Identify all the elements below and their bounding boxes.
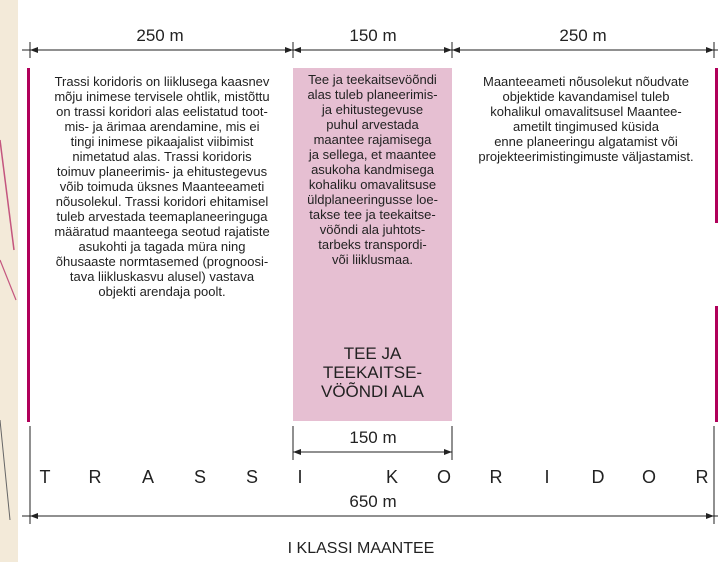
right-accent-bar-top [715, 68, 718, 223]
middle-text-line: kohaliku omavalitsuse [308, 177, 437, 192]
dim-total-label: 650 m [349, 492, 397, 511]
left-text-line: Trassi koridoris on liiklusega kaasnev [54, 74, 270, 89]
left-text-line: nimetatud alas. Trassi koridoris [72, 149, 252, 164]
corridor-letter: K [385, 467, 398, 487]
corridor-letter: O [436, 467, 451, 487]
middle-text-line: ja sellega, et maantee [308, 147, 437, 162]
left-text-line: on trassi koridori alas eelistatud toot- [56, 104, 268, 119]
left-text-line: määratud maanteega seotud rajatiste [54, 224, 270, 239]
right-text-line: ametilt tingimused küsida [513, 119, 659, 134]
corridor-letter: R [88, 467, 102, 487]
zone-label-line: TEEKAITSE- [322, 363, 423, 382]
middle-text-line: alas tuleb planeerimis- [307, 87, 438, 102]
middle-text-line: maantee rajamisega [313, 132, 432, 147]
middle-text-line: takse tee ja teekaitse- [309, 207, 436, 222]
dim-middle-label: 150 m [349, 26, 397, 45]
corridor-letter: S [245, 467, 258, 487]
left-text-line: tingi inimese pikaajalist viibimist [70, 134, 254, 149]
dim-inner-label: 150 m [349, 428, 397, 447]
right-text-line: kohalikul omavalitsusel Maantee- [490, 104, 682, 119]
right-accent-bar-bottom [715, 306, 718, 422]
corridor-letter: R [695, 467, 709, 487]
middle-text-line: või liiklusmaa. [332, 252, 413, 267]
corridor-letter: R [489, 467, 503, 487]
road-label: I KLASSI MAANTEE [287, 540, 435, 557]
corridor-letter: S [193, 467, 206, 487]
middle-text-line: üldplaneeringusse loe- [307, 192, 438, 207]
left-text-line: õhusaaste normtasemed (prognoosi- [55, 254, 269, 269]
left-accent-bar [27, 68, 30, 422]
left-text-line: tuleb arvestada teemaplaneeringuga [56, 209, 268, 224]
left-text-line: nõusolekul. Trassi koridori ehitamisel [55, 194, 269, 209]
left-text-line: asukohti ja tagada müra ning [78, 239, 246, 254]
left-text-line: objekti arendaja poolt. [98, 284, 226, 299]
left-text-line: toimuv planeerimis- ja ehitustegevus [56, 164, 268, 179]
middle-text-line: Tee ja teekaitsevöõndi [308, 72, 437, 87]
right-text-line: objektide kavandamisel tuleb [502, 89, 670, 104]
road-protection-zone [293, 68, 452, 421]
dim-left-label: 250 m [136, 26, 184, 45]
right-text-line: projekteerimistingimuste väljastamist. [478, 149, 694, 164]
right-text-line: enne planeeringu algatamist või [494, 134, 678, 149]
corridor-letter: A [141, 467, 154, 487]
dim-right-label: 250 m [559, 26, 607, 45]
corridor-letter: O [641, 467, 656, 487]
zone-label-line: VÖÕNDI ALA [321, 382, 424, 401]
middle-text-line: tarbeks transpordi- [318, 237, 427, 252]
corridor-letter: D [591, 467, 605, 487]
zone-label-line: TEE JA [343, 344, 402, 363]
corridor-letter: I [544, 467, 550, 487]
left-text-line: tava liikluskasvu alusel) vastava [69, 269, 255, 284]
corridor-letter: T [39, 467, 51, 487]
middle-text-line: ja ehitustegevuse [321, 102, 424, 117]
middle-text-line: puhul arvestada [326, 117, 419, 132]
left-text-line: võib toimuda üksnes Maanteeameti [59, 179, 265, 194]
left-text-line: mõju inimese tervisele ohtlik, mistõttu [54, 89, 270, 104]
left-text-line: mis- ja ärimaa arendamine, mis ei [64, 119, 260, 134]
corridor-letter: I [297, 467, 303, 487]
middle-text-line: asukoha kandmisega [311, 162, 434, 177]
middle-text-line: vöõndi ala juhtots- [319, 222, 426, 237]
right-text-line: Maanteeameti nõusolekut nõudvate [483, 74, 689, 89]
